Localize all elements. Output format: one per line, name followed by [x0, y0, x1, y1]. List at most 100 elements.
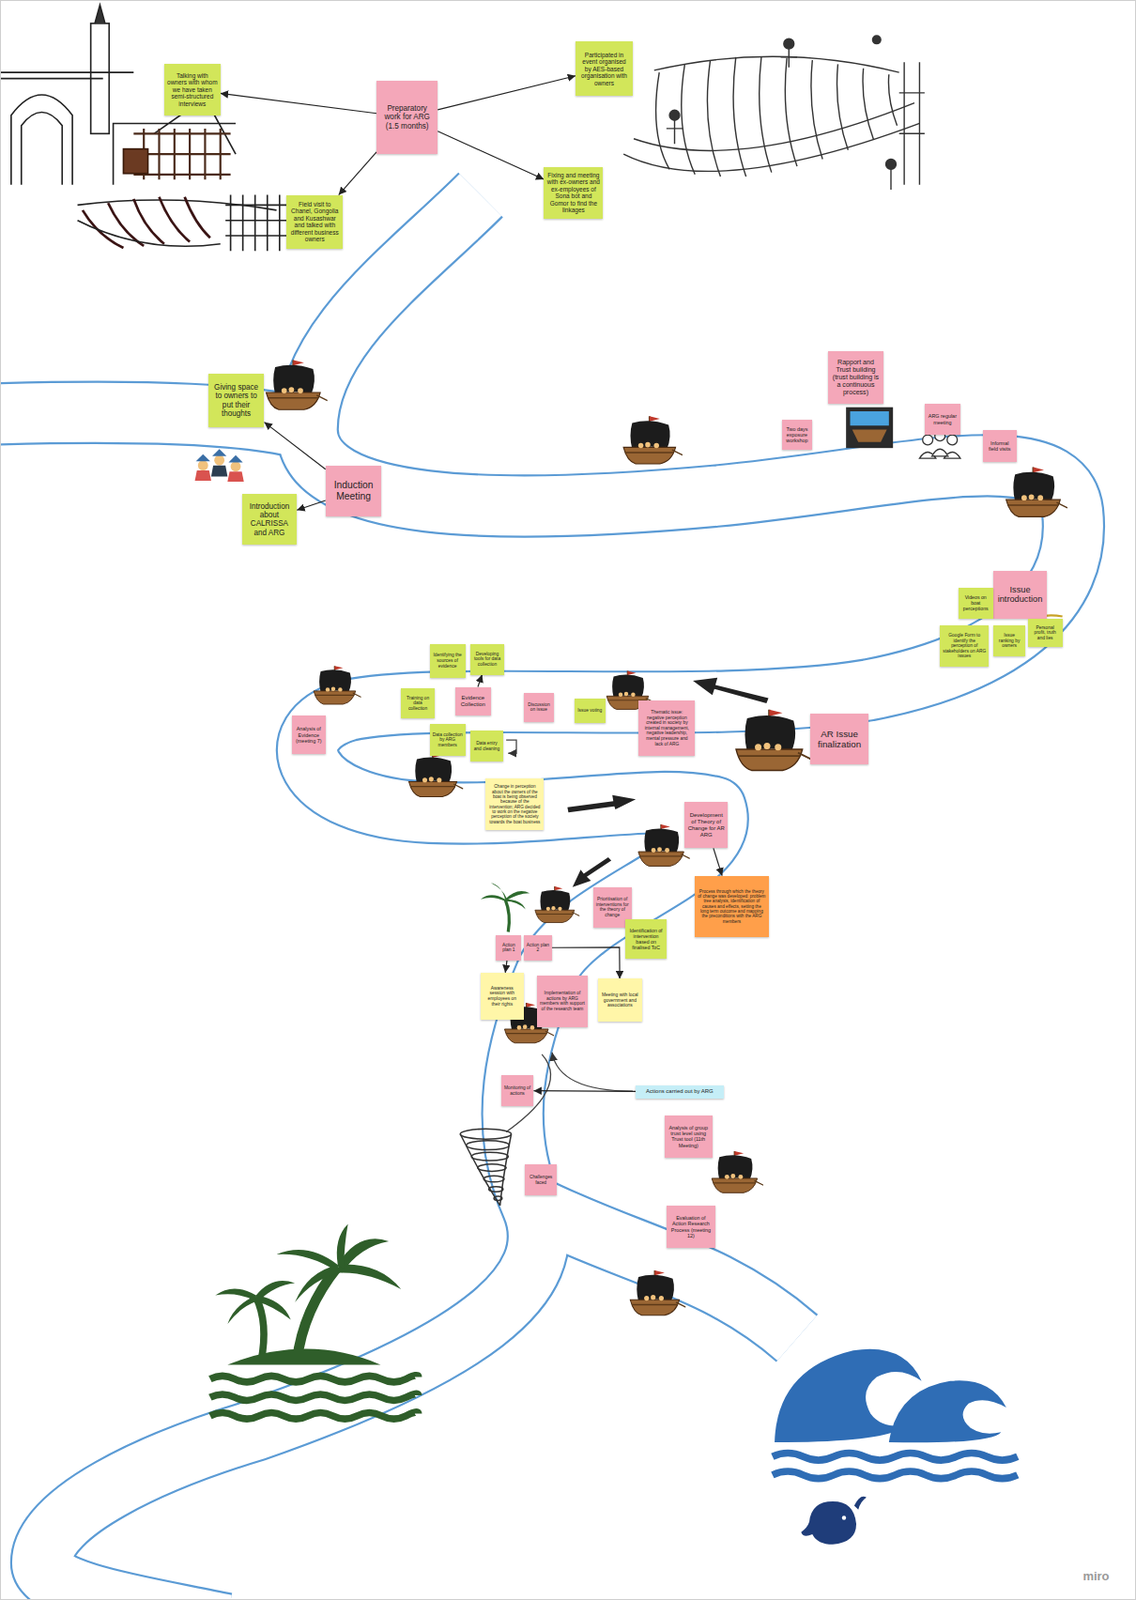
green-sticky-note: Participated in event organised by AES-b… — [575, 41, 633, 96]
green-sticky-note: Identification of intervention based on … — [625, 919, 666, 958]
people-icon-part — [212, 448, 227, 457]
pink-sticky-note: Informal field visits — [982, 429, 1017, 463]
leader-lines-part — [506, 1054, 551, 1133]
palm-island-part — [227, 1349, 381, 1366]
note-text: Fixing and meeting with ex-owners and ex… — [546, 171, 600, 215]
people-icon-part — [195, 470, 212, 481]
leader-lines-part — [506, 739, 517, 753]
group-icon — [919, 430, 960, 459]
green-sticky-note: Personal profit, truth and lies — [1028, 618, 1063, 647]
tornado-icon-part — [483, 1175, 505, 1183]
note-text: Identification of intervention based on … — [628, 927, 663, 951]
note-text: Development of Theory of Change for AR A… — [687, 812, 725, 839]
boat-construction-sketch-part — [872, 35, 881, 45]
flow-arrow — [505, 960, 507, 973]
note-text: Change in perception about the owners of… — [488, 783, 541, 825]
note-text: Field visit to Chanel, Gongolia and Kusa… — [289, 200, 340, 244]
whale-icon — [800, 1496, 867, 1545]
flow-arrow — [437, 131, 544, 180]
ships-part — [1006, 467, 1068, 518]
boat-construction-sketch-part — [654, 56, 900, 73]
pink-sticky-note: AR Issue finalization — [810, 713, 869, 765]
palm-island-part — [227, 1295, 256, 1324]
note-text: Developing tools for data collection — [473, 651, 502, 668]
green-sticky-note: Giving space to owners to put their thou… — [208, 373, 265, 429]
palm-island-part-part — [210, 1393, 419, 1400]
people-icon-part — [214, 455, 225, 466]
leader-lines-part — [552, 1052, 633, 1091]
ships-part — [736, 709, 812, 771]
note-text: Informal field visits — [985, 440, 1014, 453]
yellow-sticky-note: Meeting with local government and associ… — [598, 978, 643, 1022]
church-sketch-part — [11, 94, 73, 185]
note-text: Introduction about CALRISSA and ARG — [245, 502, 295, 538]
church-sketch-part — [21, 111, 62, 185]
big-arrows — [567, 677, 768, 888]
boat-construction-sketch-part — [890, 168, 891, 190]
boat-frame-sketch — [77, 195, 288, 252]
sea-wave-icon-part — [772, 1452, 1018, 1478]
pink-sticky-note: Induction Meeting — [325, 465, 383, 517]
note-text: Preparatory work for ARG (1.5 months) — [379, 104, 435, 131]
note-text: Training on data collection — [403, 695, 432, 712]
tornado-icon-part — [460, 1134, 511, 1206]
palm-island-part — [256, 1295, 292, 1321]
note-text: Evaluation of Action Research Process (m… — [669, 1214, 713, 1239]
note-text: Monitoring of actions — [504, 1085, 532, 1096]
whale-icon-part — [842, 1515, 846, 1520]
green-sticky-note: Issue voting — [574, 698, 606, 723]
note-text: Videos on boat perceptions — [961, 594, 991, 612]
note-text: Personal profit, truth and lies — [1030, 625, 1060, 642]
green-sticky-note: Google Form to identify the perception o… — [939, 625, 989, 666]
palm-island-part — [337, 1223, 349, 1269]
small-palm-part — [505, 899, 526, 910]
people-icon-part — [228, 455, 243, 463]
note-text: Evidence Collection — [458, 694, 489, 708]
pink-sticky-note: Evaluation of Action Research Process (m… — [666, 1205, 716, 1249]
orange-sticky-note: Process through which the theory of chan… — [694, 875, 768, 937]
ships — [265, 359, 1067, 1315]
cyan-sticky-note: Actions carried out by ARG — [635, 1085, 723, 1099]
boat-construction-sketch-part — [633, 103, 915, 152]
palm-island-part — [337, 1264, 401, 1290]
people-icon-part — [198, 460, 209, 471]
note-text: Implementation of actions by ARG members… — [539, 990, 585, 1012]
flow-arrow — [477, 675, 482, 688]
pink-sticky-note: Issue introduction — [993, 570, 1048, 619]
ships-part — [265, 359, 327, 410]
whale-icon-part — [800, 1501, 857, 1545]
boat-construction-sketch-part — [669, 109, 680, 121]
whale-icon-part — [854, 1496, 867, 1510]
group-icon-part — [919, 448, 960, 459]
pink-sticky-note: Rapport and Trust building (trust buildi… — [828, 351, 885, 405]
ships-part — [408, 752, 463, 798]
flow-arrow — [713, 847, 722, 876]
boat-construction-sketch-part — [656, 57, 898, 177]
people-icon-part — [196, 454, 211, 462]
big-arrows-part — [567, 795, 636, 813]
people-icon-part — [230, 460, 242, 472]
boat-construction-sketch-part — [666, 120, 683, 144]
note-text: Induction Meeting — [328, 479, 380, 503]
tornado-icon-part — [466, 1140, 510, 1151]
boat-construction-sketch-part — [781, 48, 798, 68]
pink-sticky-note: Development of Theory of Change for AR A… — [684, 801, 728, 848]
illustration-part — [0, 4, 1074, 1600]
green-sticky-note: Introduction about CALRISSA and ARG — [242, 493, 298, 545]
small-palm-part — [505, 899, 509, 933]
green-sticky-note: Issue ranking by owners — [993, 625, 1027, 657]
ships-part — [638, 824, 691, 866]
note-text: Prioritisation of interventions for the … — [596, 896, 630, 918]
boat-photo-icon-part — [845, 407, 893, 448]
yellow-sticky-note: Awareness session with employees on thei… — [480, 972, 524, 1020]
tornado-icon — [460, 1128, 511, 1206]
boat-construction-sketch — [623, 35, 925, 190]
note-text: Actions carried out by ARG — [638, 1088, 721, 1095]
palm-island-part — [256, 1297, 264, 1361]
boat-photo-icon — [845, 407, 893, 448]
pink-sticky-note: Monitoring of actions — [501, 1074, 535, 1107]
